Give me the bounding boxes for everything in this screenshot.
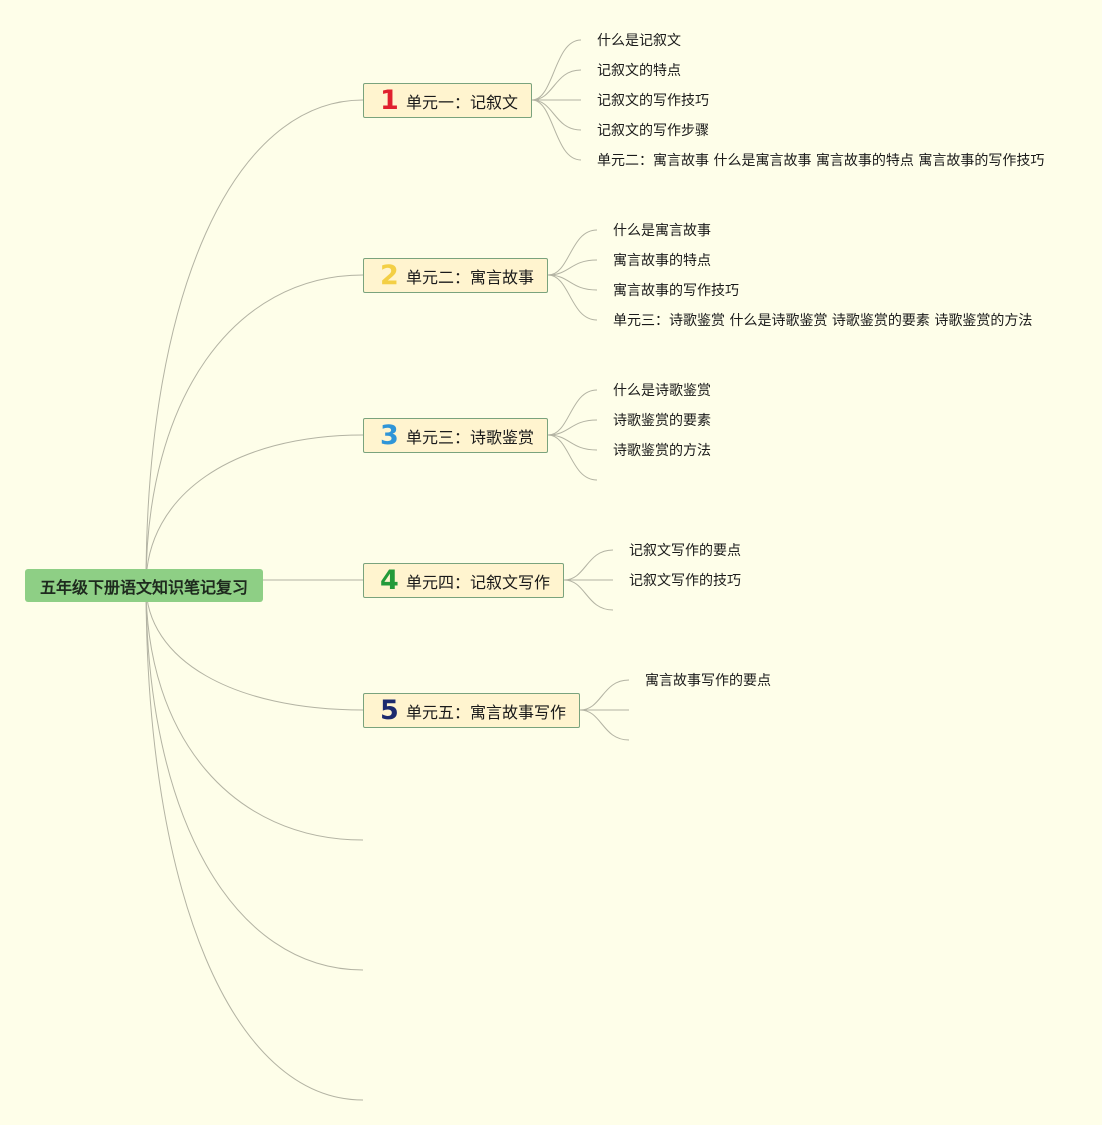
unit-5-number-icon: 5: [380, 695, 399, 726]
unit-1-child-4[interactable]: 记叙文的写作步骤: [597, 123, 709, 139]
unit-1-child-2[interactable]: 记叙文的特点: [597, 63, 681, 79]
unit-1-connector-1: [531, 39, 582, 101]
unit-1-connector-2: [531, 69, 582, 101]
unit-node-4[interactable]: 4 单元四：记叙文写作: [363, 563, 564, 598]
unit-4-connector-3: [563, 579, 614, 611]
unit-2-child-3[interactable]: 寓言故事的写作技巧: [613, 283, 739, 299]
unit-2-child-2[interactable]: 寓言故事的特点: [613, 253, 711, 269]
unit-3-connector-1: [547, 389, 598, 436]
unit-2-connector-4: [547, 274, 598, 321]
unit-5-label: 单元五：寓言故事写作: [406, 702, 567, 722]
unit-3-number-icon: 3: [380, 420, 399, 451]
unit-4-child-2[interactable]: 记叙文写作的技巧: [629, 573, 741, 589]
unit-2-connector-1: [547, 229, 598, 276]
unit-2-label: 单元二：寓言故事: [406, 267, 535, 287]
unit-2-child-1[interactable]: 什么是寓言故事: [613, 223, 711, 239]
unit-1-child-5[interactable]: 单元二：寓言故事 什么是寓言故事 寓言故事的特点 寓言故事的写作技巧: [597, 153, 1045, 169]
unit-1-connector-4: [531, 99, 582, 131]
root-topic-label: 五年级下册语文知识笔记复习: [39, 577, 248, 597]
unit-2-child-4[interactable]: 单元三：诗歌鉴赏 什么是诗歌鉴赏 诗歌鉴赏的要素 诗歌鉴赏的方法: [613, 313, 1033, 329]
unit-3-child-2[interactable]: 诗歌鉴赏的要素: [613, 413, 711, 429]
root-to-unit-5: [145, 584, 364, 711]
unit-1-label: 单元一：记叙文: [406, 92, 519, 112]
unit-5-connector-1: [579, 679, 630, 711]
unit-1-number-icon: 1: [380, 85, 399, 116]
root-to-unit-3: [145, 434, 364, 586]
unit-3-child-1[interactable]: 什么是诗歌鉴赏: [613, 383, 711, 399]
unit-node-3[interactable]: 3 单元三：诗歌鉴赏: [363, 418, 548, 453]
unit-4-connector-1: [563, 549, 614, 581]
unit-node-1[interactable]: 1 单元一：记叙文: [363, 83, 532, 118]
root-to-empty-branch-1: [145, 584, 364, 841]
root-to-unit-2: [145, 274, 364, 586]
root-to-empty-branch-3: [145, 584, 364, 1101]
unit-1-connector-5: [531, 99, 582, 161]
unit-5-child-1[interactable]: 寓言故事写作的要点: [645, 673, 771, 689]
root-topic[interactable]: 五年级下册语文知识笔记复习: [25, 569, 263, 602]
unit-4-child-1[interactable]: 记叙文写作的要点: [629, 543, 741, 559]
unit-3-connector-3: [547, 434, 598, 451]
unit-2-number-icon: 2: [380, 260, 399, 291]
unit-3-connector-4: [547, 434, 598, 481]
root-to-empty-branch-2: [145, 584, 364, 971]
root-to-unit-1: [145, 99, 364, 586]
unit-4-number-icon: 4: [380, 565, 399, 596]
unit-1-child-1[interactable]: 什么是记叙文: [597, 33, 681, 49]
unit-4-label: 单元四：记叙文写作: [406, 572, 551, 592]
unit-5-connector-3: [579, 709, 630, 741]
unit-3-connector-2: [547, 419, 598, 436]
unit-3-child-3[interactable]: 诗歌鉴赏的方法: [613, 443, 711, 459]
unit-3-label: 单元三：诗歌鉴赏: [406, 427, 535, 447]
unit-node-2[interactable]: 2 单元二：寓言故事: [363, 258, 548, 293]
unit-2-connector-2: [547, 259, 598, 276]
unit-1-child-3[interactable]: 记叙文的写作技巧: [597, 93, 709, 109]
unit-node-5[interactable]: 5 单元五：寓言故事写作: [363, 693, 580, 728]
unit-2-connector-3: [547, 274, 598, 291]
